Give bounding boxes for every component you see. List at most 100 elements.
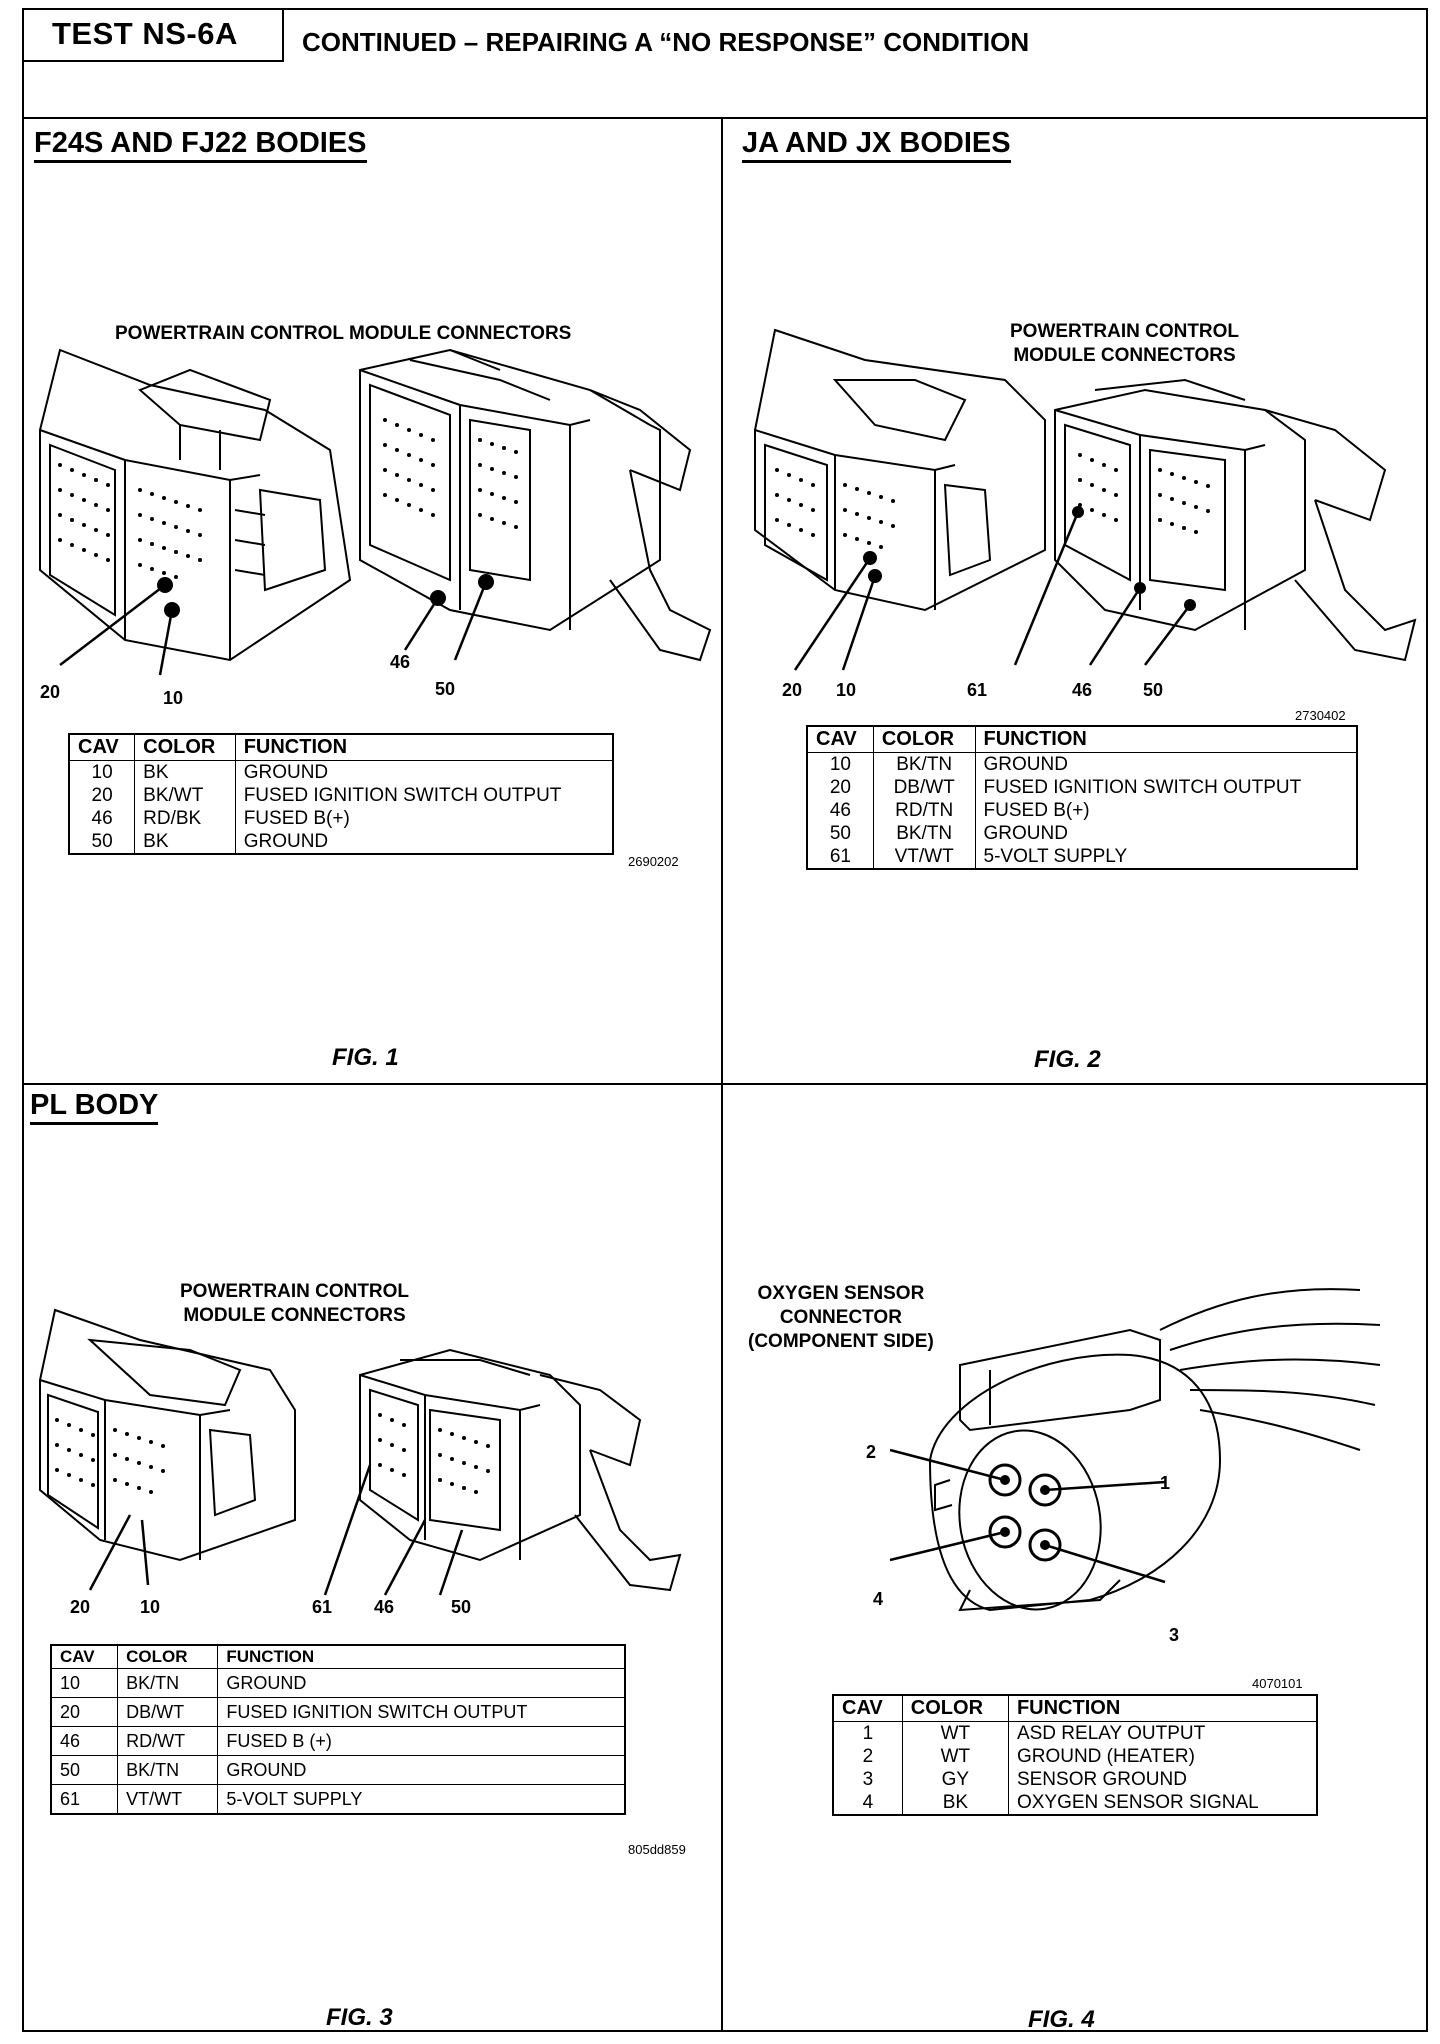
cav-cell: 50 xyxy=(806,822,874,845)
color-cell: DB/WT xyxy=(872,776,976,799)
color-cell: WT xyxy=(901,1721,1009,1745)
test-id: TEST NS-6A xyxy=(52,16,238,51)
color-cell: BK/TN xyxy=(117,1755,219,1785)
function-cell: GROUND xyxy=(217,1755,626,1785)
color-cell: RD/WT xyxy=(117,1726,219,1756)
panel3-callout-46: 46 xyxy=(374,1597,395,1617)
cav-cell: 10 xyxy=(68,760,136,784)
panel1-drawing-label: POWERTRAIN CONTROL MODULE CONNECTORS xyxy=(115,323,572,344)
cav-cell: 46 xyxy=(806,799,874,822)
color-cell: RD/TN xyxy=(872,799,976,822)
function-cell: GROUND xyxy=(234,760,614,784)
panel4-oxygen-sensor-connector-drawing xyxy=(889,1288,1381,1612)
header-divider xyxy=(22,117,1428,119)
cav-header: CAV xyxy=(806,725,874,753)
panel4-label-line1: OXYGEN SENSOR xyxy=(757,1283,925,1304)
panel3-drawing-code: 805dd859 xyxy=(628,1842,686,1857)
cav-cell: 46 xyxy=(68,807,136,830)
panel2-callout-61: 61 xyxy=(967,680,988,700)
panel3-callout-10: 10 xyxy=(140,1597,161,1617)
color-cell: GY xyxy=(901,1768,1009,1791)
color-cell: BK xyxy=(901,1791,1009,1815)
function-cell: OXYGEN SENSOR SIGNAL xyxy=(1007,1791,1318,1815)
panel1-callout-20: 20 xyxy=(40,682,61,702)
function-cell: 5-VOLT SUPPLY xyxy=(974,845,1358,869)
function-cell: FUSED B (+) xyxy=(217,1726,626,1756)
panel4-callout-1: 1 xyxy=(1160,1473,1171,1493)
cav-cell: 61 xyxy=(50,1784,119,1815)
color-header: COLOR xyxy=(117,1644,219,1669)
color-cell: BK/TN xyxy=(872,752,976,776)
panel1-title: F24S AND FJ22 BODIES xyxy=(34,126,367,163)
function-cell: GROUND (HEATER) xyxy=(1007,1745,1318,1768)
panel1-pcm-connectors-drawing xyxy=(39,348,712,676)
color-cell: VT/WT xyxy=(872,845,976,869)
color-cell: WT xyxy=(901,1745,1009,1768)
cav-cell: 50 xyxy=(68,830,136,854)
cav-cell: 10 xyxy=(806,752,874,776)
panel4-drawing-label: OXYGEN SENSOR CONNECTOR (COMPONENT SIDE) xyxy=(748,1282,934,1354)
color-cell: BK/TN xyxy=(872,822,976,845)
panel3-label-line1: POWERTRAIN CONTROL xyxy=(180,1281,410,1302)
page-frame xyxy=(22,8,1428,2032)
function-cell: GROUND xyxy=(217,1668,626,1698)
panel2-drawing-code: 2730402 xyxy=(1295,708,1346,723)
panel2-title: JA AND JX BODIES xyxy=(742,126,1011,163)
panel3-pcm-connectors-drawing xyxy=(39,1308,682,1596)
panel1-figure-label: FIG. 1 xyxy=(332,1044,399,1071)
function-cell: FUSED B(+) xyxy=(974,799,1358,822)
function-cell: GROUND xyxy=(234,830,614,854)
function-cell: FUSED B(+) xyxy=(234,807,614,830)
page-title: CONTINUED – REPAIRING A “NO RESPONSE” CO… xyxy=(302,27,1030,57)
panel3-figure-label: FIG. 3 xyxy=(326,2004,393,2031)
color-cell: DB/WT xyxy=(117,1697,219,1727)
cav-cell: 10 xyxy=(50,1668,119,1698)
panel4-label-line2: CONNECTOR xyxy=(779,1307,902,1328)
panel2-pcm-connectors-drawing xyxy=(754,328,1417,671)
color-cell: BK xyxy=(134,830,236,854)
function-header: FUNCTION xyxy=(1007,1694,1318,1722)
test-id-box xyxy=(22,8,284,62)
cav-cell: 61 xyxy=(806,845,874,869)
cav-header: CAV xyxy=(68,733,136,761)
panel2-callout-10: 10 xyxy=(836,680,857,700)
panel3-callout-50: 50 xyxy=(451,1597,472,1617)
function-header: FUNCTION xyxy=(217,1644,626,1669)
panel2-label-line2: MODULE CONNECTORS xyxy=(1013,345,1236,366)
color-cell: VT/WT xyxy=(117,1784,219,1815)
color-cell: BK xyxy=(134,760,236,784)
cav-cell: 50 xyxy=(50,1755,119,1785)
panel1-drawing-code: 2690202 xyxy=(628,854,679,869)
function-cell: SENSOR GROUND xyxy=(1007,1768,1318,1791)
cav-header: CAV xyxy=(50,1644,119,1669)
panel4-callout-3: 3 xyxy=(1169,1625,1180,1645)
function-cell: FUSED IGNITION SWITCH OUTPUT xyxy=(234,784,614,807)
middle-divider xyxy=(22,1083,1428,1085)
cav-cell: 20 xyxy=(806,776,874,799)
cav-cell: 2 xyxy=(832,1745,903,1768)
function-cell: FUSED IGNITION SWITCH OUTPUT xyxy=(974,776,1358,799)
function-cell: FUSED IGNITION SWITCH OUTPUT xyxy=(217,1697,626,1727)
cav-cell: 46 xyxy=(50,1726,119,1756)
panel2-drawing-label: POWERTRAIN CONTROL MODULE CONNECTORS xyxy=(1010,320,1239,368)
panel3-drawing-label: POWERTRAIN CONTROL MODULE CONNECTORS xyxy=(180,1280,409,1328)
function-cell: ASD RELAY OUTPUT xyxy=(1007,1721,1318,1745)
